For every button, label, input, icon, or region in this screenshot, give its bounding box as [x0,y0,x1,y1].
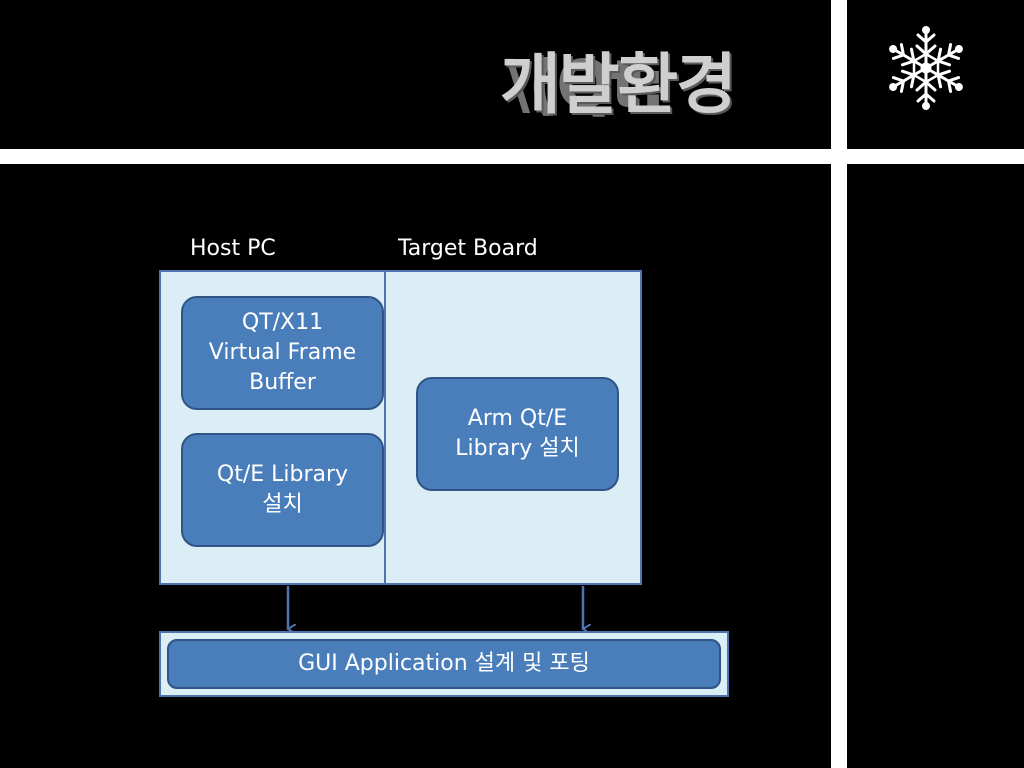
qt-x11-node-label: QT/X11 Virtual Frame Buffer [208,310,357,395]
qte-library-node-label: Qt/E Library 설치 [216,462,349,517]
title-overlay-text: \(Qt: [506,46,666,123]
target-board-label: Target Board [398,236,538,261]
vertical-divider-bar [831,0,847,768]
snowflake-icon [884,26,968,110]
gui-app-node-label: GUI Application 설계 및 포팅 [298,651,590,676]
slide-title: \(Qt: 개발환경 [500,40,800,130]
horizontal-divider-bar [0,149,1024,164]
arm-qte-node: Arm Qt/E Library 설치 [416,377,619,491]
host-pc-label: Host PC [190,236,276,261]
arm-qte-node-label: Arm Qt/E Library 설치 [455,406,580,461]
qt-x11-node: QT/X11 Virtual Frame Buffer [181,296,384,410]
gui-app-node: GUI Application 설계 및 포팅 [167,639,721,689]
qte-library-node: Qt/E Library 설치 [181,433,384,547]
title-text: 개발환경 [500,46,737,123]
